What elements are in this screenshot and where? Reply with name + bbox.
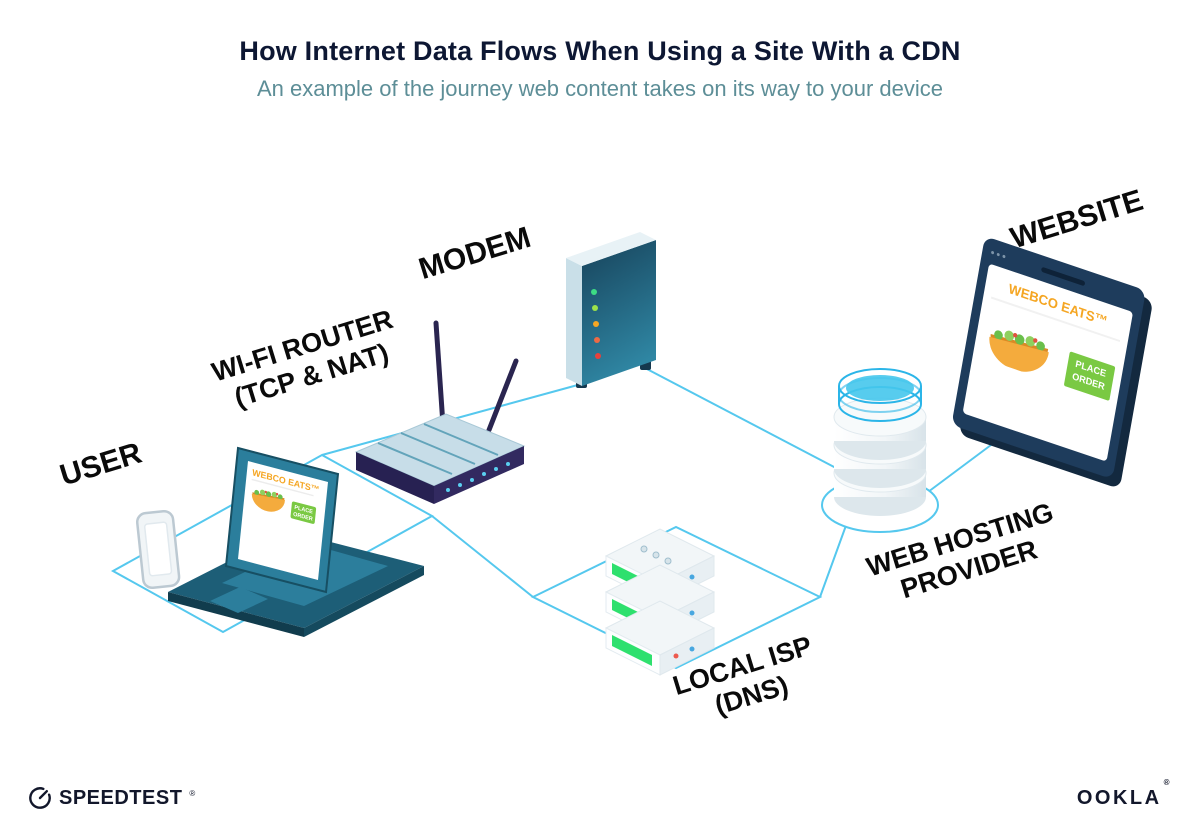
page-title: How Internet Data Flows When Using a Sit…: [239, 36, 961, 66]
local-isp-server-device: [604, 528, 716, 676]
page-subtitle: An example of the journey web content ta…: [256, 76, 944, 101]
laptop-place-order-button: [290, 501, 317, 524]
browser-dot-icon: [1002, 254, 1006, 258]
modem-device: [566, 232, 656, 388]
ookla-trademark: ®: [1163, 777, 1172, 787]
browser-dot-icon: [996, 252, 1001, 257]
ookla-logo: OOKLA ®: [1076, 778, 1172, 810]
database-rings-icon: [838, 368, 922, 422]
link-user-isp: [431, 515, 534, 598]
footer: SPEEDTEST ® OOKLA ®: [0, 778, 1200, 810]
link-modem-hosting: [644, 367, 837, 469]
place-order-button: PLACE ORDER: [1063, 351, 1116, 402]
svg-text:ORDER: ORDER: [293, 512, 313, 523]
browser-screen: WEBCO EATS™ PLACE: [962, 263, 1134, 462]
router-antenna-icon: [433, 320, 446, 428]
speedtest-trademark: ®: [189, 789, 196, 798]
link-hosting-website: [927, 441, 996, 493]
laptop-taco-icon: [251, 489, 285, 512]
ookla-wordmark: OOKLA: [1076, 786, 1162, 809]
speedtest-logo: SPEEDTEST ®: [28, 786, 195, 810]
link-isp-hosting: [819, 519, 849, 598]
router-led-lights: [446, 462, 510, 492]
web-hosting-device: [821, 368, 939, 533]
svg-text:PLACE: PLACE: [294, 505, 313, 516]
website-browser-window: WEBCO EATS™ PLACE: [951, 236, 1146, 480]
modem-led-lights: [591, 289, 601, 359]
wifi-router-device: [354, 320, 526, 504]
speedtest-gauge-icon: [29, 787, 51, 809]
browser-dot-icon: [990, 250, 995, 255]
speedtest-wordmark: SPEEDTEST: [59, 786, 183, 809]
taco-icon: [989, 330, 1049, 372]
user-laptop-device: WEBCO EATS™ PLACE ORDER: [168, 446, 424, 637]
router-antenna-icon: [486, 358, 519, 433]
header: How Internet Data Flows When Using a Sit…: [0, 36, 1200, 102]
user-phone-device: [135, 509, 181, 590]
